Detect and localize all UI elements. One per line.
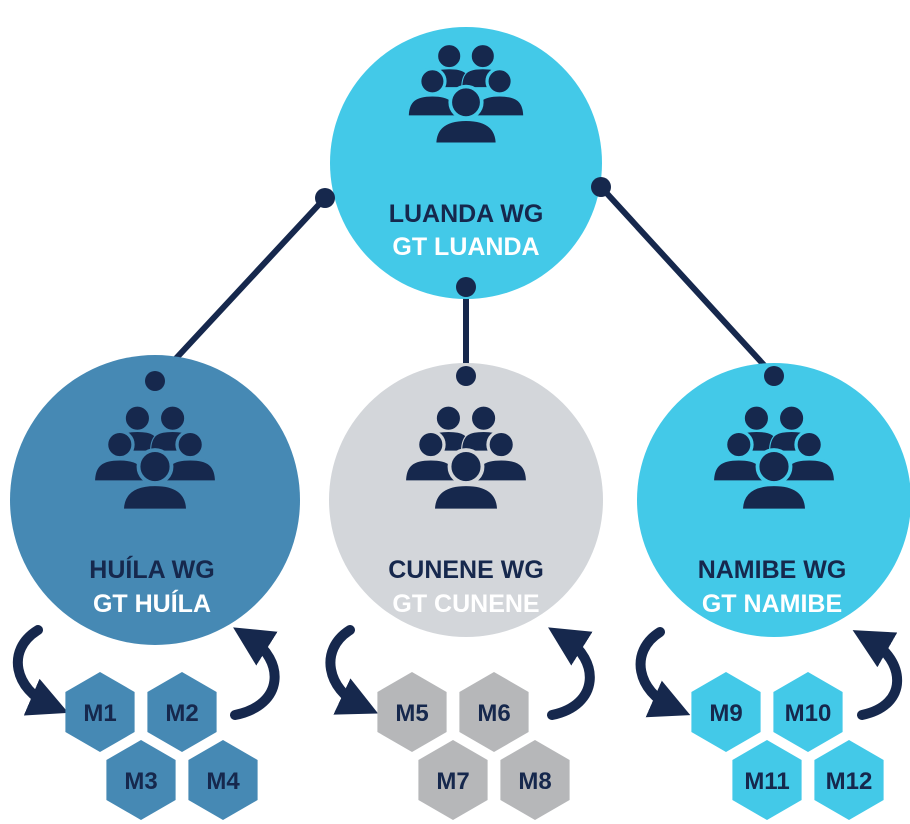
cunene-subtitle: GT CUNENE <box>392 590 539 618</box>
curved-cycle-arrow-icon <box>852 630 903 720</box>
huila-modules: M1 M2 M3 M4 <box>65 672 258 820</box>
module-label: M12 <box>826 768 873 795</box>
dot-cunene-top <box>456 366 476 386</box>
module-label: M1 <box>83 700 116 727</box>
cunene-modules: M5 M6 M7 M8 <box>377 672 570 820</box>
namibe-title: NAMIBE WG <box>698 556 847 584</box>
module-label: M11 <box>744 768 789 795</box>
module-label: M10 <box>785 700 832 727</box>
module-label: M3 <box>124 768 157 795</box>
curved-cycle-arrow-icon <box>325 625 379 715</box>
dot-huila-top <box>145 371 165 391</box>
module-label: M5 <box>395 700 428 727</box>
dot-namibe-top <box>764 366 784 386</box>
cunene-title: CUNENE WG <box>388 556 544 584</box>
dot-luanda-bottom <box>456 277 476 297</box>
connectors <box>152 184 777 384</box>
curved-cycle-arrow-icon <box>635 627 691 718</box>
node-luanda-circle <box>330 27 602 299</box>
huila-subtitle: GT HUÍLA <box>93 589 211 618</box>
module-label: M4 <box>206 768 240 795</box>
connector-luanda-namibe <box>598 184 777 379</box>
module-label: M8 <box>518 768 551 795</box>
namibe-modules: M9 M10 M11 M12 <box>691 672 884 820</box>
module-label: M7 <box>436 768 469 795</box>
dot-luanda-left <box>315 188 335 208</box>
huila-title: HUÍLA WG <box>89 555 214 584</box>
luanda-subtitle: GT LUANDA <box>392 233 539 261</box>
curved-cycle-arrow-icon <box>230 627 280 720</box>
module-label: M2 <box>165 700 198 727</box>
connector-dots <box>145 177 784 391</box>
curved-cycle-arrow-icon <box>547 627 595 720</box>
cycle-arrows <box>12 625 903 720</box>
connector-luanda-huila <box>152 195 328 384</box>
dot-luanda-right <box>591 177 611 197</box>
luanda-title: LUANDA WG <box>389 200 544 228</box>
module-label: M6 <box>477 700 510 727</box>
module-label: M9 <box>709 700 742 727</box>
namibe-subtitle: GT NAMIBE <box>702 590 842 618</box>
curved-cycle-arrow-icon <box>12 625 69 716</box>
